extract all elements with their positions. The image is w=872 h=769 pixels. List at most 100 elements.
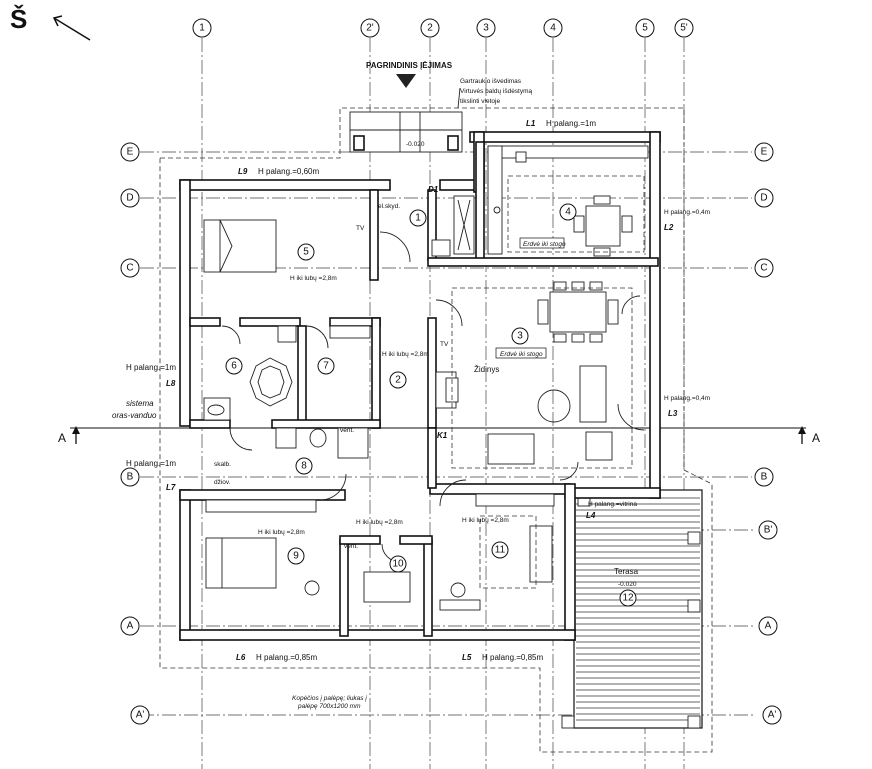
svg-text:-0.020: -0.020 [406,141,425,148]
svg-text:Gartraukio išvedimas: Gartraukio išvedimas [460,78,522,85]
svg-text:H palang.=1m: H palang.=1m [126,363,176,372]
north-arrow-icon [52,15,91,41]
svg-text:4: 4 [565,207,571,218]
svg-text:D: D [760,193,767,204]
svg-text:2': 2' [366,23,374,34]
room-numbers: 1 2 3 4 5 6 7 8 9 10 11 12 [225,203,637,607]
svg-text:L8: L8 [166,379,176,388]
svg-text:A: A [765,621,772,632]
svg-text:D: D [126,193,133,204]
svg-text:Erdvė iki stogo: Erdvė iki stogo [500,351,543,358]
space-labels: Erdvė iki stogo Erdvė iki stogo [495,237,566,359]
svg-text:džiov.: džiov. [214,479,231,486]
svg-text:11: 11 [495,545,506,556]
svg-text:-0.020: -0.020 [618,581,637,588]
svg-text:L3: L3 [668,409,678,418]
svg-text:H iki lubų =2,8m: H iki lubų =2,8m [462,517,509,524]
svg-text:TV: TV [356,225,365,232]
svg-text:Erdvė iki stogo: Erdvė iki stogo [523,241,566,248]
svg-text:sistema: sistema [126,399,154,408]
svg-text:Kopėčios į palėpę; liukas į: Kopėčios į palėpę; liukas į [292,695,367,702]
svg-text:1: 1 [199,23,205,34]
ceiling-heights: H iki lubų =2,8m H iki lubų =2,8m H iki … [258,275,509,536]
section-label-left: A [58,431,66,445]
svg-text:B': B' [764,525,773,536]
furniture [203,145,649,611]
svg-text:E: E [761,147,768,158]
svg-text:H palang.=0,60m: H palang.=0,60m [258,167,319,176]
svg-text:7: 7 [323,361,329,372]
svg-text:C: C [760,263,767,274]
roof-outline [159,107,713,753]
svg-text:8: 8 [301,461,307,472]
svg-text:2: 2 [395,375,401,386]
misc-labels: TV TV el.skyd. Židinys vent. vent. skalb… [112,203,639,710]
door-labels: D1 K1 [428,185,448,440]
svg-text:H palang.=0,4m: H palang.=0,4m [664,209,710,216]
svg-text:L7: L7 [166,483,176,492]
svg-text:A': A' [136,710,145,721]
svg-text:L9: L9 [238,167,248,176]
interior-walls [189,141,659,637]
svg-text:D1: D1 [428,185,439,194]
svg-text:H iki lubų =2,8m: H iki lubų =2,8m [382,351,429,358]
svg-text:5: 5 [642,23,648,34]
svg-text:B: B [761,472,768,483]
svg-text:A: A [127,621,134,632]
svg-text:vent.: vent. [340,427,354,434]
terrace [561,489,703,729]
row-axis-labels-right: E D C B B' A A' [754,142,782,725]
svg-text:H palang.=0,4m: H palang.=0,4m [664,395,710,402]
north-label: Š [10,4,27,34]
svg-text:Virtuvės baldų išdėstymą: Virtuvės baldų išdėstymą [460,88,533,95]
svg-text:C: C [126,263,133,274]
svg-text:4: 4 [550,23,556,34]
svg-text:vent.: vent. [344,543,358,550]
svg-text:6: 6 [231,361,237,372]
svg-text:L2: L2 [664,223,674,232]
window-labels: L1 H palang.=1m L9 H palang.=0,60m H pal… [126,119,710,662]
svg-text:10: 10 [392,559,404,570]
svg-text:oras-vanduo: oras-vanduo [112,411,157,420]
svg-text:H palang.=1m: H palang.=1m [546,119,596,128]
svg-text:H palang.=0,85m: H palang.=0,85m [482,653,543,662]
svg-text:tikslinti vietoje: tikslinti vietoje [460,98,500,105]
section-label-right: A [812,431,820,445]
svg-text:9: 9 [293,551,299,562]
svg-text:PAGRINDINIS ĮĖJIMAS: PAGRINDINIS ĮĖJIMAS [366,61,453,70]
svg-text:H iki lubų =2,8m: H iki lubų =2,8m [290,275,337,282]
svg-text:el.skyd.: el.skyd. [378,203,400,210]
svg-text:Židinys: Židinys [474,365,499,374]
svg-text:L5: L5 [462,653,472,662]
kitchen-note: Gartraukio išvedimas Virtuvės baldų išdė… [457,78,533,109]
svg-text:H iki lubų =2,8m: H iki lubų =2,8m [356,519,403,526]
svg-text:K1: K1 [437,431,448,440]
svg-text:H palang.=0,85m: H palang.=0,85m [256,653,317,662]
svg-text:H palang.=1m: H palang.=1m [126,459,176,468]
svg-text:1: 1 [415,213,421,224]
svg-text:L4: L4 [586,511,596,520]
svg-text:3: 3 [517,331,523,342]
svg-text:H palang.=vitrina: H palang.=vitrina [588,501,637,508]
svg-text:L1: L1 [526,119,536,128]
entrance-marker: PAGRINDINIS ĮĖJIMAS -0.020 [366,61,453,148]
svg-text:A': A' [768,710,777,721]
door-swings [221,231,645,563]
row-axis-labels-left: E D C B A A' [120,142,150,725]
svg-text:B: B [127,472,134,483]
svg-text:5': 5' [680,23,688,34]
entrance-porch [349,111,463,153]
svg-text:2: 2 [427,23,433,34]
svg-text:skalb.: skalb. [214,461,231,468]
column-axis-labels: 1 2' 2 3 4 5 5' [192,18,694,38]
svg-text:H iki lubų =2,8m: H iki lubų =2,8m [258,529,305,536]
svg-text:5: 5 [303,247,309,258]
svg-text:L6: L6 [236,653,246,662]
svg-text:palėpę 700x1200 mm: palėpę 700x1200 mm [297,703,361,710]
svg-text:3: 3 [483,23,489,34]
svg-text:E: E [127,147,134,158]
hidden-lines [451,175,645,589]
svg-text:Terasa: Terasa [614,567,639,576]
svg-text:TV: TV [440,341,449,348]
svg-text:12: 12 [622,593,634,604]
